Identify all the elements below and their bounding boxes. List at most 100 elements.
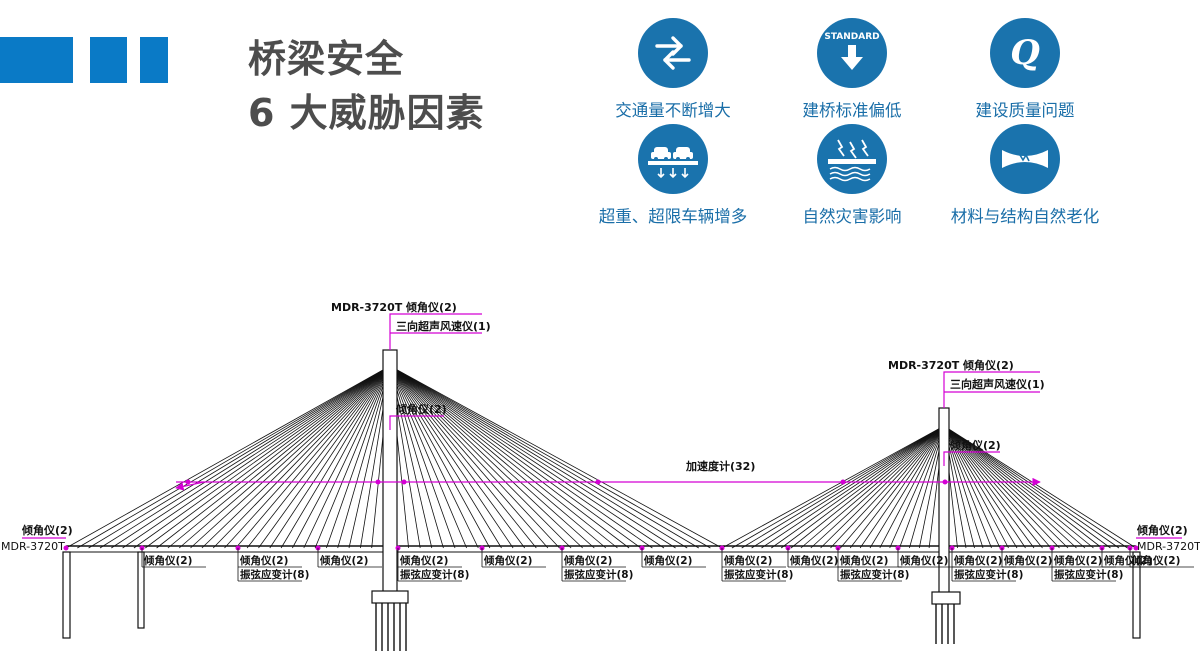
deck-sensor-label: 倾角仪(2) xyxy=(643,554,692,567)
left-tower-cable xyxy=(280,365,391,549)
left-tower-cable xyxy=(389,365,502,549)
right-tower-cable xyxy=(889,425,945,549)
accent-block-3 xyxy=(140,37,168,83)
left-tower-cable xyxy=(389,365,549,549)
left-tower-cable xyxy=(389,365,560,549)
right-tower-cable xyxy=(943,425,1060,549)
left-tower-cable xyxy=(178,365,391,549)
right-tower-cable xyxy=(943,425,1001,549)
left-tower-cable xyxy=(337,365,391,549)
material-aging-icon xyxy=(990,124,1060,194)
factor-traffic: 交通量不断增大 xyxy=(563,18,783,121)
left-tower-cable xyxy=(389,365,700,549)
right-tower-cable xyxy=(840,425,945,549)
left-tower-cable xyxy=(167,365,391,549)
right-tower-cable xyxy=(721,425,945,549)
accent-block-2 xyxy=(90,37,127,83)
left-tower-cable xyxy=(190,365,391,549)
right-tower-cable xyxy=(943,425,1103,549)
right-tower-cable xyxy=(800,425,945,549)
left-tower-cable xyxy=(389,365,607,549)
right-tower-cable xyxy=(943,425,1077,549)
left-tower-cable xyxy=(111,365,391,549)
right-tower-cable xyxy=(761,425,945,549)
right-tower-cable xyxy=(909,425,945,549)
left-end-label-1: 倾角仪(2) xyxy=(21,523,73,537)
stay-cables xyxy=(65,365,1137,549)
right-tower-mid-label: 倾角仪(2) xyxy=(949,438,1001,452)
right-tower-cable xyxy=(943,425,1035,549)
right-tower-cable xyxy=(943,425,1043,549)
deck-sensor-label: 倾角仪(2) xyxy=(563,554,612,567)
left-tower-cable xyxy=(145,365,391,549)
deck-sensor-label: 振弦应变计(8) xyxy=(1054,568,1123,581)
left-tower-cable xyxy=(389,365,630,549)
piers xyxy=(62,551,1141,639)
right-tower-cable xyxy=(943,425,1018,549)
deck-sensor-label: 倾角仪(2) xyxy=(239,554,288,567)
left-tower-cable xyxy=(122,365,391,549)
left-tower-cable xyxy=(201,365,391,549)
right-tower-cable xyxy=(943,425,1094,549)
left-tower-cable xyxy=(269,365,391,549)
left-tower-cable xyxy=(258,365,391,549)
deck-sensor-label: 倾角仪(2) xyxy=(1103,554,1152,567)
factor-label-traffic: 交通量不断增大 xyxy=(615,101,731,120)
factor-label-quality: 建设质量问题 xyxy=(975,101,1075,120)
q-icon-text: Q xyxy=(1010,33,1040,73)
deck-sensor-label: 倾角仪(2) xyxy=(1053,554,1102,567)
left-tower-wind-label: 三向超声风速仪(1) xyxy=(396,319,491,333)
vehicle-overload-icon xyxy=(638,124,708,194)
left-tower-cable xyxy=(99,365,391,549)
factor-label-disaster: 自然灾害影响 xyxy=(802,207,902,226)
left-tower-cable xyxy=(246,365,391,549)
right-tower-wind-label: 三向超声风速仪(1) xyxy=(950,377,1045,391)
left-tower xyxy=(371,349,409,651)
left-tower-cable xyxy=(389,365,688,549)
deck-sensor-label: 倾角仪(2) xyxy=(899,554,948,567)
right-end-label-1: 倾角仪(2) xyxy=(1136,523,1188,537)
q-letter-icon: Q xyxy=(990,18,1060,88)
left-tower-cable xyxy=(389,365,665,549)
right-end-label-2: MDR-3720T xyxy=(1137,540,1200,553)
left-tower-cable xyxy=(389,365,467,549)
left-tower-cable xyxy=(88,365,391,549)
natural-disaster-icon xyxy=(817,124,887,194)
deck-sensor-label: 振弦应变计(8) xyxy=(240,568,309,581)
right-tower-cable xyxy=(790,425,945,549)
factor-standard: STANDARD 建桥标准偏低 xyxy=(742,18,962,121)
left-tower-cable xyxy=(314,365,391,549)
deck-sensor-label: 倾角仪(2) xyxy=(483,554,532,567)
left-end-label-2: MDR-3720T xyxy=(1,540,65,553)
accelerometer-line: 加速度计(32) xyxy=(175,459,1041,491)
right-tower-cable xyxy=(849,425,945,549)
deck-sensor-label: 倾角仪(2) xyxy=(399,554,448,567)
right-tower-cable xyxy=(771,425,945,549)
deck-sensor-label: 倾角仪(2) xyxy=(1003,554,1052,567)
deck-sensor-label: 振弦应变计(8) xyxy=(564,568,633,581)
left-tower-mid-label: 倾角仪(2) xyxy=(395,402,447,416)
left-tower-cable xyxy=(389,365,618,549)
deck-sensor-label: 倾角仪(2) xyxy=(143,554,192,567)
deck-sensor-label: 倾角仪(2) xyxy=(789,554,838,567)
left-tower-cable xyxy=(77,365,391,549)
right-tower-cable xyxy=(943,425,1120,549)
right-tower-cable xyxy=(943,425,1009,549)
left-tower-annotations: MDR-3720T 倾角仪(2) 三向超声风速仪(1) 倾角仪(2) xyxy=(331,300,491,430)
right-tower-cable xyxy=(731,425,945,549)
standard-icon-text: STANDARD xyxy=(824,32,879,42)
left-tower-cable xyxy=(389,365,514,549)
left-tower-cable xyxy=(224,365,391,549)
page-title: 桥梁安全 6 大威胁因素 xyxy=(248,32,485,140)
right-tower-cable xyxy=(943,425,984,549)
factor-label-overload: 超重、超限车辆增多 xyxy=(598,207,748,226)
left-tower-cable xyxy=(389,365,456,549)
accelerometer-label: 加速度计(32) xyxy=(685,459,755,473)
factor-disaster: 自然灾害影响 xyxy=(742,124,962,227)
left-tower-cable xyxy=(389,365,444,549)
right-tower-cable xyxy=(859,425,945,549)
deck-sensor-label: 倾角仪(2) xyxy=(953,554,1002,567)
right-tower-cable xyxy=(943,425,992,549)
accent-block-1 xyxy=(0,37,73,83)
factor-quality: Q 建设质量问题 xyxy=(915,18,1135,121)
